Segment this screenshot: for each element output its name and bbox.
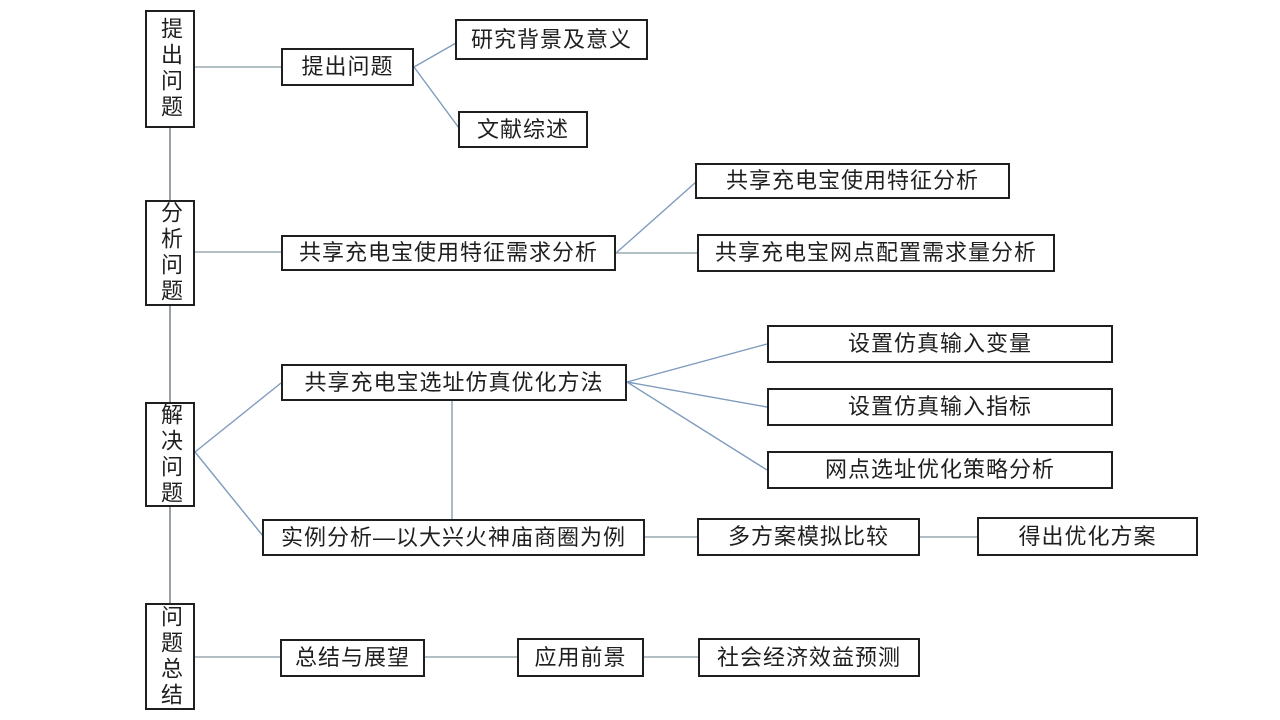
stage-raise-question: 提出问题: [145, 10, 195, 128]
node-sim-input-variables: 设置仿真输入变量: [767, 325, 1113, 363]
node-case-analysis: 实例分析—以大兴火神庙商圈为例: [262, 519, 645, 556]
node-summary-outlook: 总结与展望: [280, 639, 425, 677]
stage-question-summary: 问题总结: [145, 603, 195, 710]
node-benefit-prediction: 社会经济效益预测: [698, 638, 920, 677]
node-usage-feature-analysis: 共享充电宝使用特征分析: [695, 163, 1010, 199]
stage-analyze-question: 分析问题: [145, 200, 195, 306]
node-network-config-demand: 共享充电宝网点配置需求量分析: [697, 234, 1055, 272]
node-literature-review: 文献综述: [458, 111, 588, 148]
node-optimized-scheme: 得出优化方案: [977, 517, 1198, 556]
node-sim-input-indicators: 设置仿真输入指标: [767, 388, 1113, 426]
node-raise-question: 提出问题: [281, 48, 414, 86]
stage-solve-question: 解决问题: [145, 402, 195, 507]
node-application-prospect: 应用前景: [517, 638, 644, 677]
node-research-background: 研究背景及意义: [455, 19, 648, 60]
node-usage-demand-analysis: 共享充电宝使用特征需求分析: [281, 235, 616, 271]
node-multi-scheme-comparison: 多方案模拟比较: [697, 518, 920, 556]
node-siting-strategy-analysis: 网点选址优化策略分析: [767, 451, 1113, 489]
node-siting-simulation-method: 共享充电宝选址仿真优化方法: [281, 364, 627, 401]
